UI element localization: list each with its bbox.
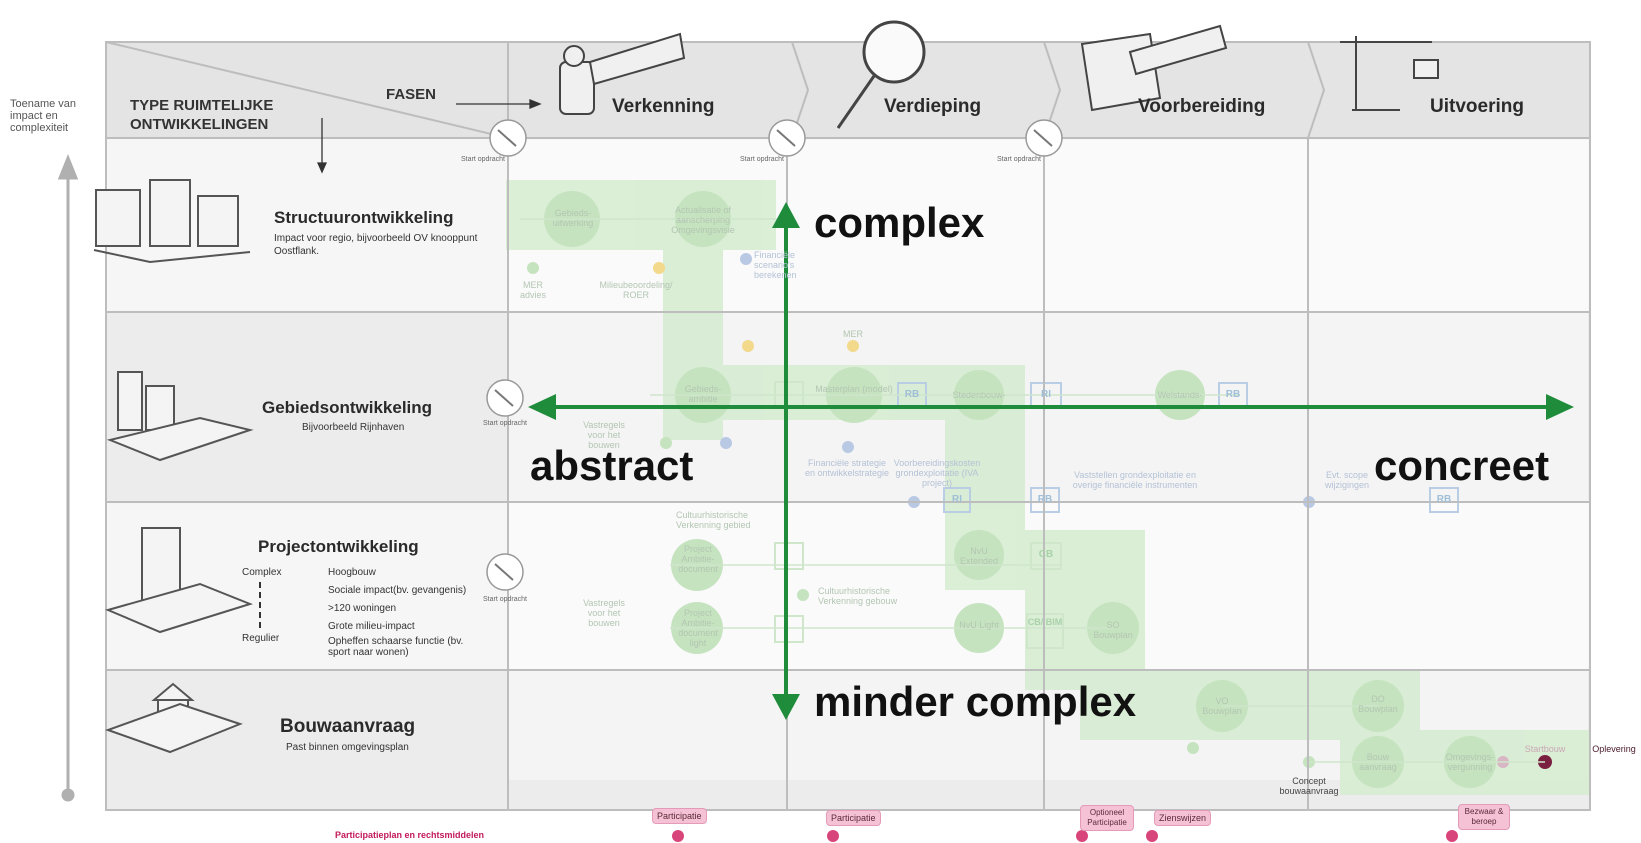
start-label-2: Start opdracht (740, 156, 784, 163)
illustration-voorbereiding (1080, 24, 1228, 112)
yaxis-label: Toename van impact en complexiteit (10, 98, 77, 134)
node-masterplan: Masterplan (model) (815, 384, 893, 394)
participation-title: Participatieplan en rechtsmiddelen (335, 830, 485, 840)
node-vo-bouwplan: VO Bouwplan (1202, 696, 1242, 716)
fasen-label: FASEN (386, 86, 437, 103)
category-gebied-title: Gebiedsontwikkeling (262, 398, 433, 417)
node-cultuur-gebied: Cultuurhistorische Verkenning gebied (676, 510, 751, 530)
node-financiele-scenarios: Financiële scenario's berekenen (754, 250, 797, 280)
criteria-item: Sociale impact(bv. gevangenis) (328, 585, 467, 596)
category-project-title: Projectontwikkeling (258, 537, 419, 556)
node-voorbereidingskosten: Voorbereidingskosten grondexploitatie (I… (893, 458, 981, 488)
node-nvu-light: NvU Light (959, 620, 999, 630)
axis-label-minder-complex: minder complex (814, 678, 1137, 725)
category-structuur-title: Structuurontwikkeling (274, 208, 454, 227)
criteria-item: Opheffen schaarse functie (bv. sport naa… (328, 636, 464, 658)
node-actualisatie: Actualisatie of aanscherping Omgevingsvi… (671, 205, 735, 235)
criteria-item: Hoogbouw (328, 567, 376, 578)
project-regulier-label: Regulier (242, 633, 280, 644)
type-label: TYPE RUIMTELIJKE ONTWIKKELINGEN (130, 97, 274, 133)
node-spelregels: Vastregels voor het bouwen (583, 420, 625, 450)
category-gebied-subtitle: Bijvoorbeeld Rijnhaven (302, 422, 405, 433)
phase-verkenning: Verkenning (612, 96, 715, 117)
node-milieubeoordeling: Milieubeoordeling/ ROER (599, 280, 673, 300)
phase-verdieping: Verdieping (884, 96, 982, 117)
illustration-verkenning (559, 32, 686, 115)
phase-voorbereiding: Voorbereiding (1138, 96, 1266, 117)
criteria-item: >120 woningen (328, 603, 397, 614)
category-bouwaanvraag-subtitle: Past binnen omgevingsplan (286, 742, 409, 753)
participation-badge-3: Optioneel Participatie (1080, 805, 1134, 831)
node-concept: Concept bouwaanvraag (1279, 776, 1339, 796)
start-label-3: Start opdracht (997, 156, 1041, 163)
box-cb-bim: CB/ BIM (1027, 617, 1063, 627)
participation-badge-5: Bezwaar & beroep (1458, 804, 1510, 830)
participation-badge-2: Participatie (826, 810, 881, 826)
box-ri-1: RI (1041, 389, 1051, 400)
box-rb-2: RB (1225, 389, 1241, 400)
participation-badge-1: Participatie (652, 808, 707, 824)
node-so-bouwplan: SO Bouwplan (1093, 620, 1133, 640)
illustration-structuur (93, 179, 251, 264)
participation-badge-4: Zienswijzen (1154, 810, 1212, 826)
start-label-5: Start opdracht (483, 596, 527, 603)
row-project (106, 502, 1590, 670)
box-rb-4: RB (1436, 494, 1452, 505)
box-rb-1: RB (904, 389, 920, 400)
illustration-gebied (106, 371, 254, 462)
node-do-bouwplan: DO Bouwplan (1358, 694, 1398, 714)
node-omgevingsvergunning: Omgevings-vergunning (1445, 752, 1495, 772)
start-label-4: Start opdracht (483, 420, 527, 427)
row-structuur (106, 138, 1590, 312)
node-project-ambitie-light: Project Ambitie-document light (678, 608, 718, 648)
project-complex-label: Complex (242, 567, 282, 578)
axis-arrows (528, 202, 1574, 720)
illustration-verdieping (836, 20, 926, 129)
participation-icons (672, 830, 1458, 842)
category-structuur-subtitle: Impact voor regio, bijvoorbeeld OV knoop… (274, 233, 478, 257)
node-project-ambitie: Project Ambitie-document (678, 544, 718, 574)
project-criteria-list: Hoogbouw Sociale impact(bv. gevangenis) … (328, 564, 478, 658)
node-welstand: Welstands- (1157, 390, 1203, 400)
start-label-1: Start opdracht (461, 156, 505, 163)
illustration-bouwaanvraag (105, 682, 243, 754)
criteria-item: Grote milieu-impact (328, 621, 415, 632)
node-fin-strategie: Financiële strategie en ontwikkelstrateg… (804, 458, 890, 478)
box-cb: CB (1038, 549, 1054, 560)
node-startbouw: Startbouw (1524, 744, 1566, 754)
node-gebieds-ambitie: Gebieds-ambitie (684, 384, 722, 404)
node-bouwaanvraag: Bouw aanvraag (1359, 752, 1397, 772)
node-cultuur-gebouw: Cultuurhistorische Verkenning gebouw (818, 586, 898, 606)
illustration-uitvoering (1340, 36, 1439, 111)
box-ri-2: RI (952, 494, 962, 505)
axis-label-concreet: concreet (1374, 442, 1550, 489)
box-rb-3: RB (1037, 494, 1053, 505)
node-vaststellen: Vaststellen grondexploitatie en overige … (1072, 470, 1198, 490)
node-mer-advies: MER advies (519, 280, 546, 300)
axis-label-complex: complex (814, 199, 985, 246)
illustration-project (104, 527, 253, 634)
axis-label-abstract: abstract (530, 442, 694, 489)
node-scope: Evt. scope wijzigingen (1324, 470, 1370, 490)
phase-uitvoering: Uitvoering (1430, 96, 1524, 117)
header-band (106, 42, 1590, 138)
node-stedenbouw: Stedenbouw- (952, 390, 1006, 400)
node-spelregels-2: Vastregels voor het bouwen (583, 598, 625, 628)
complex-regulier-arrow (259, 582, 261, 628)
node-nvu-extended: NvU Extended (959, 546, 999, 566)
node-gebiedsuitwerking: Gebieds-uitwerking (552, 208, 594, 228)
complexity-axis (57, 153, 79, 802)
category-bouwaanvraag-title: Bouwaanvraag (280, 716, 416, 737)
node-oplevering: Oplevering (1592, 744, 1636, 754)
node-mer: MER (843, 329, 863, 339)
